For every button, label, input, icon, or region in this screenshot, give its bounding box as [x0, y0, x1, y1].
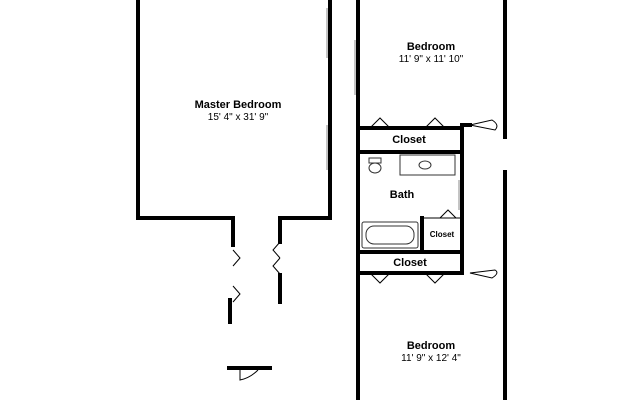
bedroom-top-name: Bedroom — [406, 41, 456, 53]
closet-small-name: Closet — [429, 230, 455, 239]
closet-top-name: Closet — [392, 134, 426, 146]
closet-middle-name: Closet — [393, 257, 427, 269]
entry-door-swing — [239, 368, 259, 381]
hallway-walls — [227, 216, 282, 381]
bath-fixtures — [361, 154, 456, 249]
bedroom-bottom-name: Bedroom — [406, 340, 456, 352]
master-bedroom-name: Master Bedroom — [194, 99, 282, 111]
right-wing-walls — [354, 0, 507, 400]
bedroom-bottom-dimensions: 11' 9" x 12' 4" — [401, 353, 461, 364]
bath-name: Bath — [389, 189, 415, 201]
master-bedroom-walls — [136, 0, 332, 220]
master-bedroom-dimensions: 15' 4" x 31' 9" — [207, 112, 269, 123]
bedroom-top-dimensions: 11' 9" x 11' 10" — [398, 54, 464, 65]
